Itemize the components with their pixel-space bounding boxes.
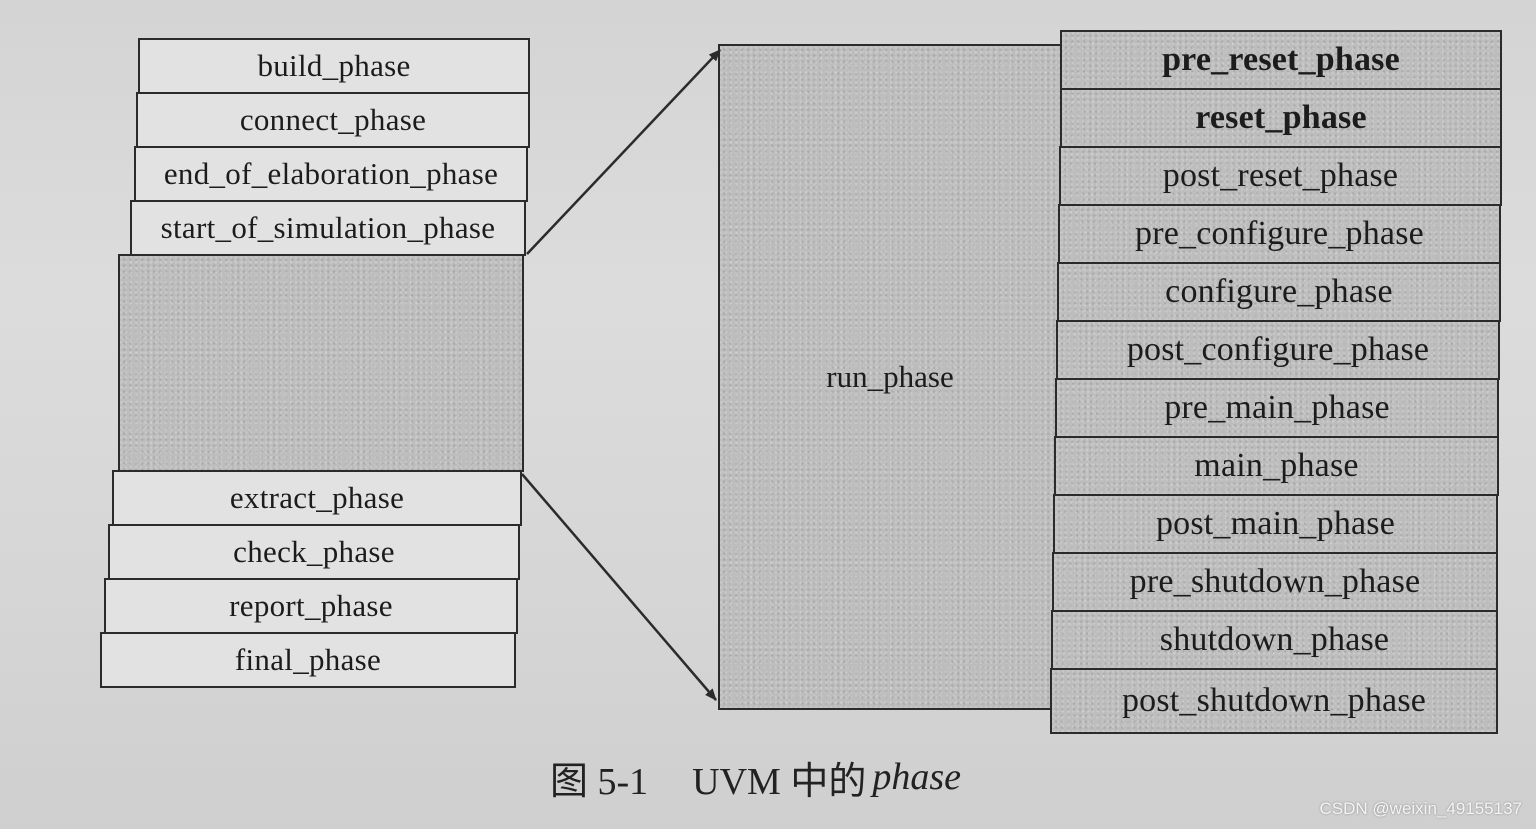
sub-phase-label: main_phase bbox=[1194, 447, 1359, 484]
phase-label: connect_phase bbox=[239, 102, 427, 137]
sub-phase-label: post_main_phase bbox=[1155, 505, 1396, 542]
phase-box-start-of-simulation: start_of_simulation_phase bbox=[130, 200, 526, 256]
sub-phase-box: post_main_phase bbox=[1053, 494, 1498, 554]
phase-label: final_phase bbox=[234, 642, 382, 677]
sub-phase-label: shutdown_phase bbox=[1159, 621, 1390, 658]
phase-box-check: check_phase bbox=[108, 524, 520, 580]
phase-column: build_phase connect_phase end_of_elabora… bbox=[100, 38, 530, 690]
caption-title-italic: phase bbox=[872, 756, 961, 798]
sub-phase-box: post_configure_phase bbox=[1056, 320, 1500, 380]
sub-phase-box: pre_shutdown_phase bbox=[1052, 552, 1498, 612]
phase-label: report_phase bbox=[229, 588, 393, 623]
sub-phase-box: main_phase bbox=[1054, 436, 1499, 496]
sub-phase-label: pre_shutdown_phase bbox=[1129, 563, 1421, 600]
sub-phase-box: shutdown_phase bbox=[1051, 610, 1498, 670]
sub-phase-box: pre_main_phase bbox=[1055, 378, 1499, 438]
run-phase-detail: run_phase pre_reset_phase reset_phase po… bbox=[718, 30, 1502, 742]
sub-phase-box: pre_reset_phase bbox=[1060, 30, 1502, 90]
phase-box-end-of-elaboration: end_of_elaboration_phase bbox=[134, 146, 528, 202]
sub-phase-box: post_shutdown_phase bbox=[1050, 668, 1498, 734]
phase-label: end_of_elaboration_phase bbox=[163, 156, 499, 191]
phase-box-report: report_phase bbox=[104, 578, 518, 634]
sub-phase-label: post_configure_phase bbox=[1126, 331, 1430, 368]
run-phase-label: run_phase bbox=[826, 359, 954, 394]
figure-caption: 图 5-1 UVM 中的 phase bbox=[550, 752, 1010, 803]
sub-phase-label: reset_phase bbox=[1195, 99, 1367, 136]
sub-phase-label: post_shutdown_phase bbox=[1121, 682, 1427, 719]
run-phase-box: run_phase bbox=[718, 44, 1062, 710]
sub-phase-label: configure_phase bbox=[1165, 273, 1393, 310]
phase-box-final: final_phase bbox=[100, 632, 516, 688]
phase-box-connect: connect_phase bbox=[136, 92, 530, 148]
sub-phase-box: pre_configure_phase bbox=[1058, 204, 1501, 264]
phase-box-extract: extract_phase bbox=[112, 470, 522, 526]
phase-label: extract_phase bbox=[229, 480, 405, 515]
sub-phase-label: post_reset_phase bbox=[1162, 157, 1399, 194]
sub-phase-box: configure_phase bbox=[1057, 262, 1501, 322]
watermark: CSDN @weixin_49155137 bbox=[1319, 799, 1522, 818]
phase-label: check_phase bbox=[233, 534, 395, 569]
run-phase-placeholder-box bbox=[118, 254, 524, 472]
sub-phase-label: pre_reset_phase bbox=[1162, 41, 1400, 78]
caption-title: UVM 中的 bbox=[692, 760, 867, 803]
sub-phase-box: post_reset_phase bbox=[1059, 146, 1502, 206]
phase-label: build_phase bbox=[257, 48, 411, 83]
phase-box-build: build_phase bbox=[138, 38, 530, 94]
sub-phase-label: pre_configure_phase bbox=[1135, 215, 1424, 252]
sub-phase-box: reset_phase bbox=[1060, 88, 1502, 148]
phase-label: start_of_simulation_phase bbox=[160, 210, 496, 245]
sub-phase-label: pre_main_phase bbox=[1164, 389, 1390, 426]
figure-number: 图 5-1 bbox=[550, 760, 649, 803]
